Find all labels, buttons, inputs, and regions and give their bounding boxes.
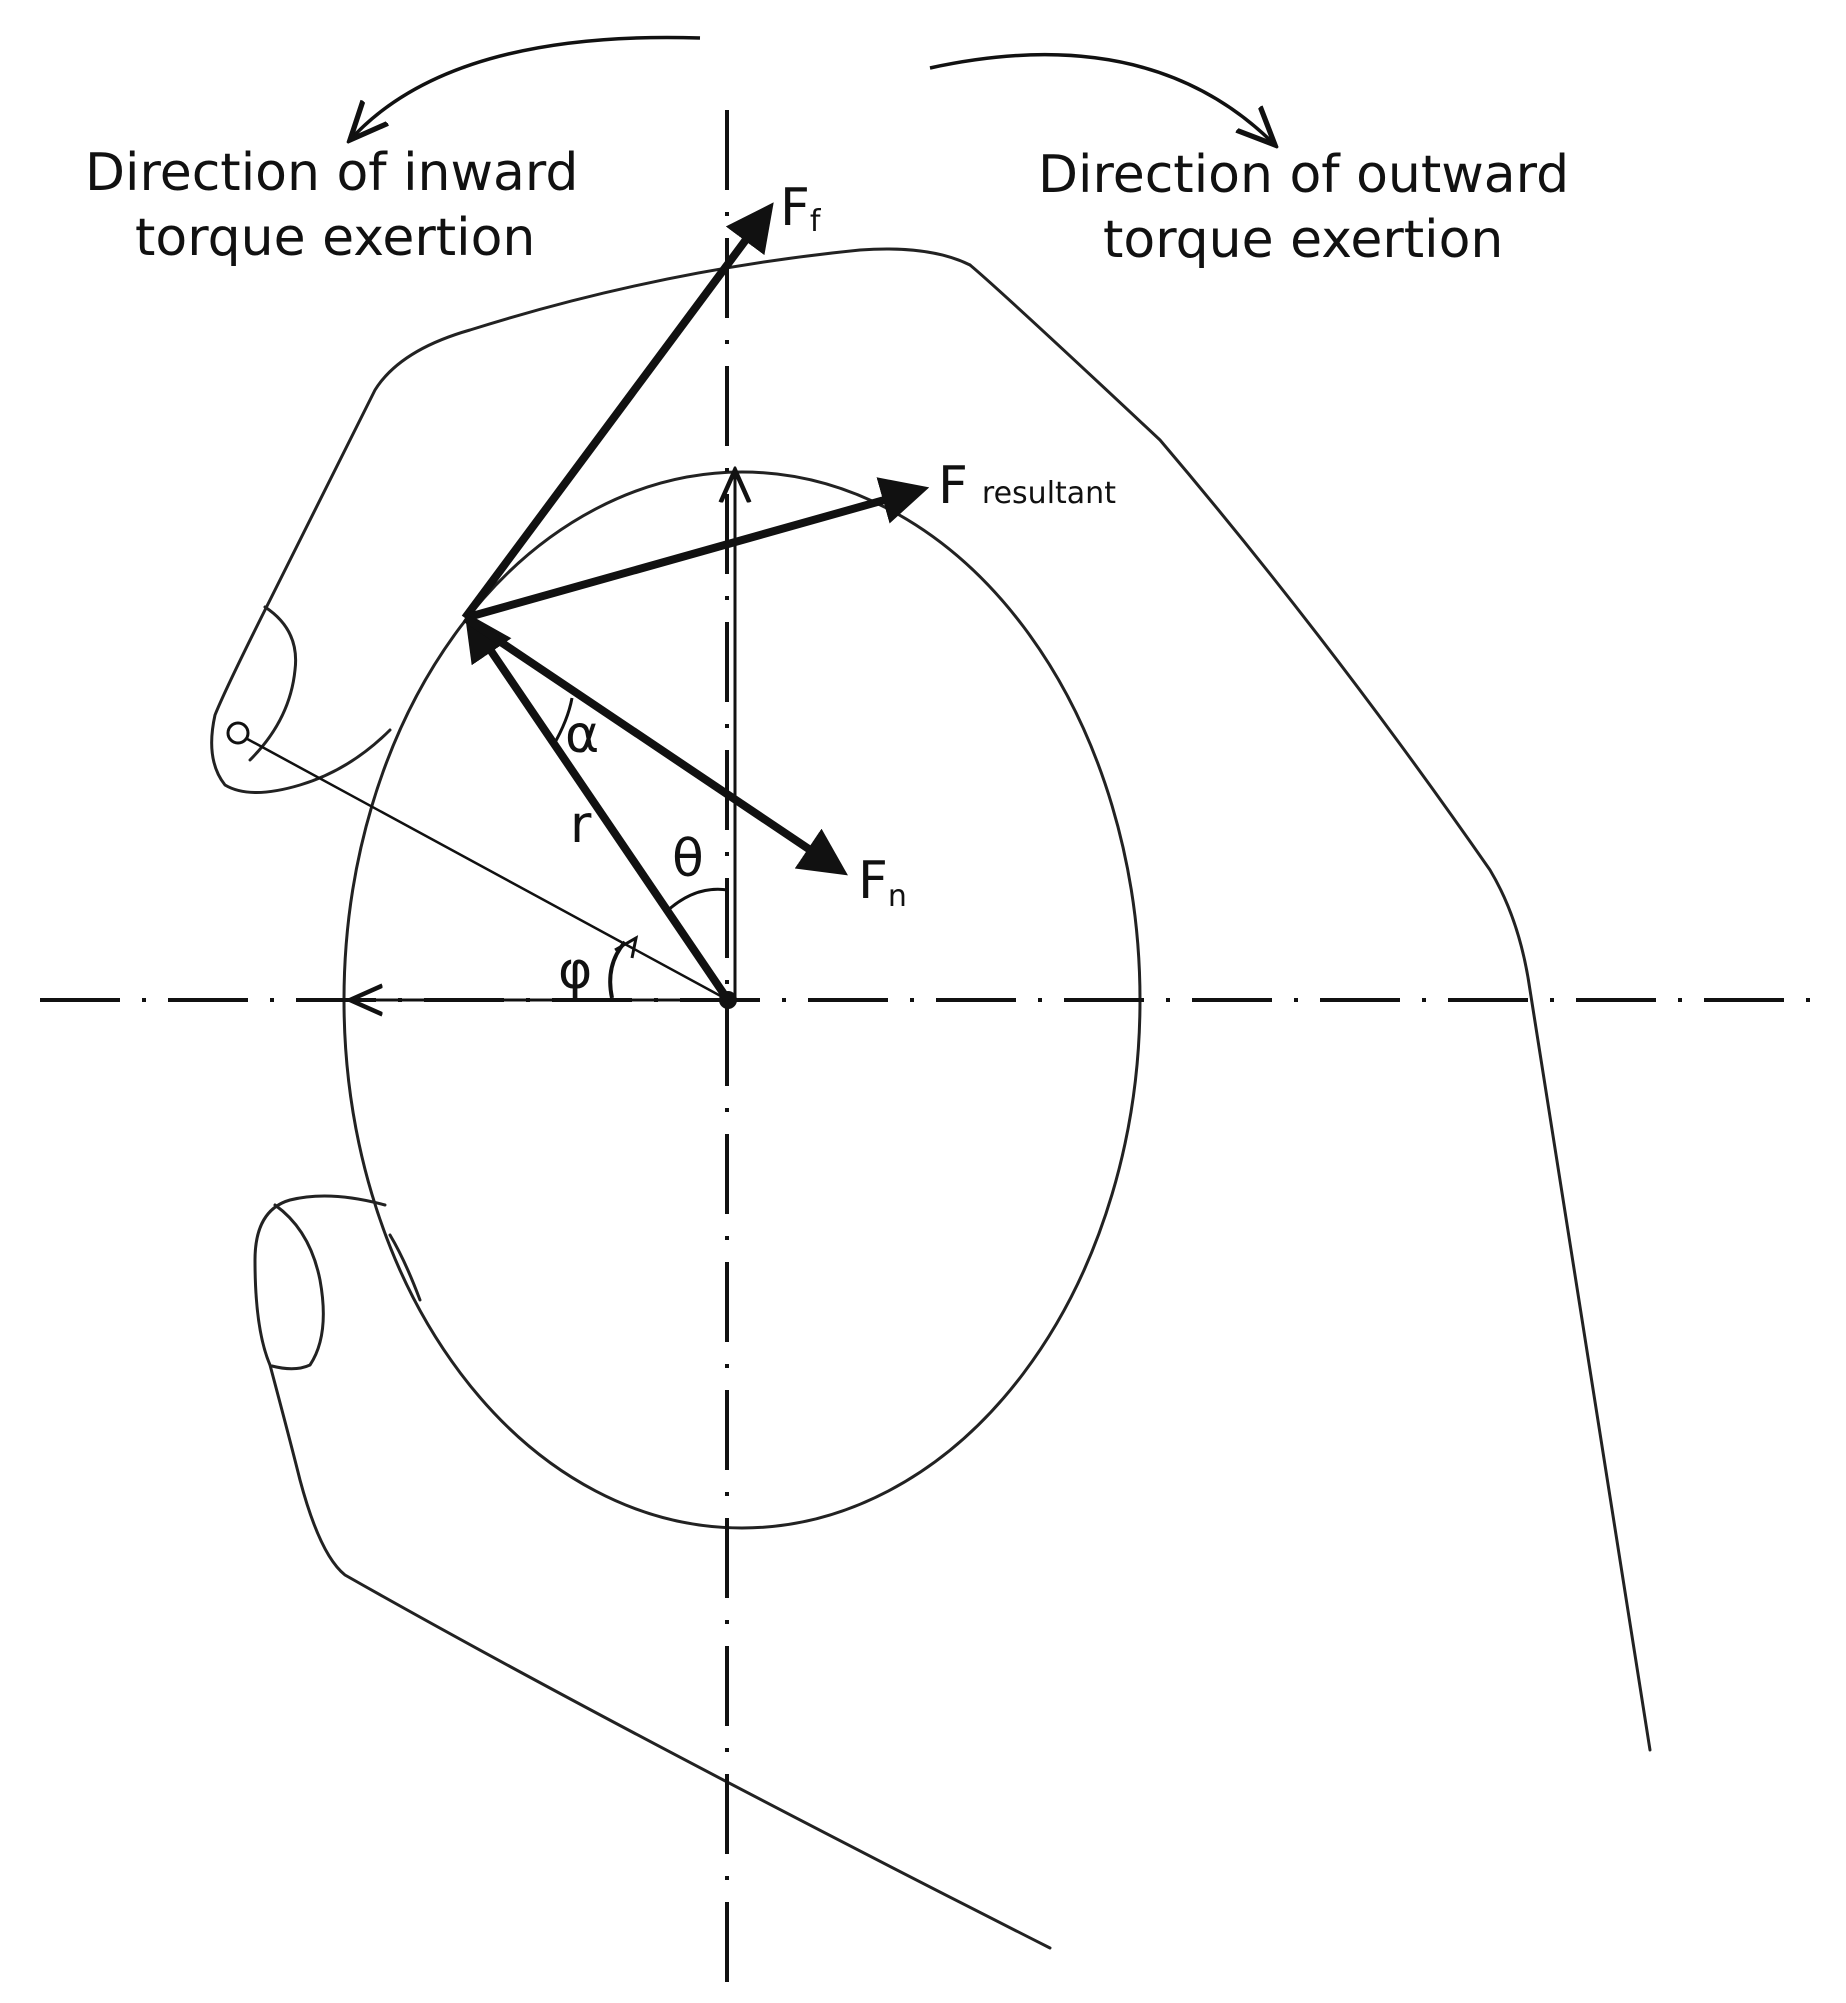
outward-caption-line2: torque exertion	[1103, 210, 1503, 270]
normal-force-label: Fn	[858, 851, 907, 914]
resultant-force-symbol: F	[938, 456, 968, 516]
inward-caption-line2: torque exertion	[135, 208, 535, 268]
index-finger-outline	[210, 247, 972, 794]
friction-force-subscript: f	[810, 204, 822, 239]
normal-force-arrow	[462, 614, 848, 876]
inward-torque-arrow	[350, 35, 701, 140]
phi-arc-tick	[614, 935, 639, 959]
resultant-force-arrow	[463, 477, 930, 622]
phi-arc	[608, 940, 627, 999]
phi-label: φ	[558, 941, 592, 1001]
theta-label: θ	[672, 829, 704, 889]
normal-force-subscript: n	[888, 879, 907, 914]
thumb-outline	[253, 1194, 1052, 1950]
hand-outline	[210, 247, 1652, 1950]
index-fingernail	[248, 605, 298, 762]
inward-caption-line1: Direction of inward	[85, 143, 578, 203]
friction-force-symbol: F	[780, 178, 810, 238]
theta-arc	[664, 887, 729, 914]
outward-caption-line1: Direction of outward	[1038, 145, 1569, 205]
thumb-nail	[270, 1203, 325, 1371]
hand-back-outline	[968, 263, 1652, 1752]
alpha-arc	[551, 697, 574, 747]
outward-torque-arrow	[929, 53, 1275, 145]
friction-force-arrow	[461, 202, 774, 621]
resultant-force-subscript: resultant	[982, 476, 1116, 511]
normal-force-symbol: F	[858, 851, 888, 911]
phi-reference-line	[239, 733, 729, 1002]
thumb-crease	[388, 1233, 422, 1302]
friction-force-label: Ff	[780, 178, 822, 239]
radius-vector	[464, 612, 732, 1003]
contact-point-marker	[226, 721, 250, 745]
alpha-label: α	[565, 705, 599, 765]
radius-label: r	[570, 795, 592, 855]
